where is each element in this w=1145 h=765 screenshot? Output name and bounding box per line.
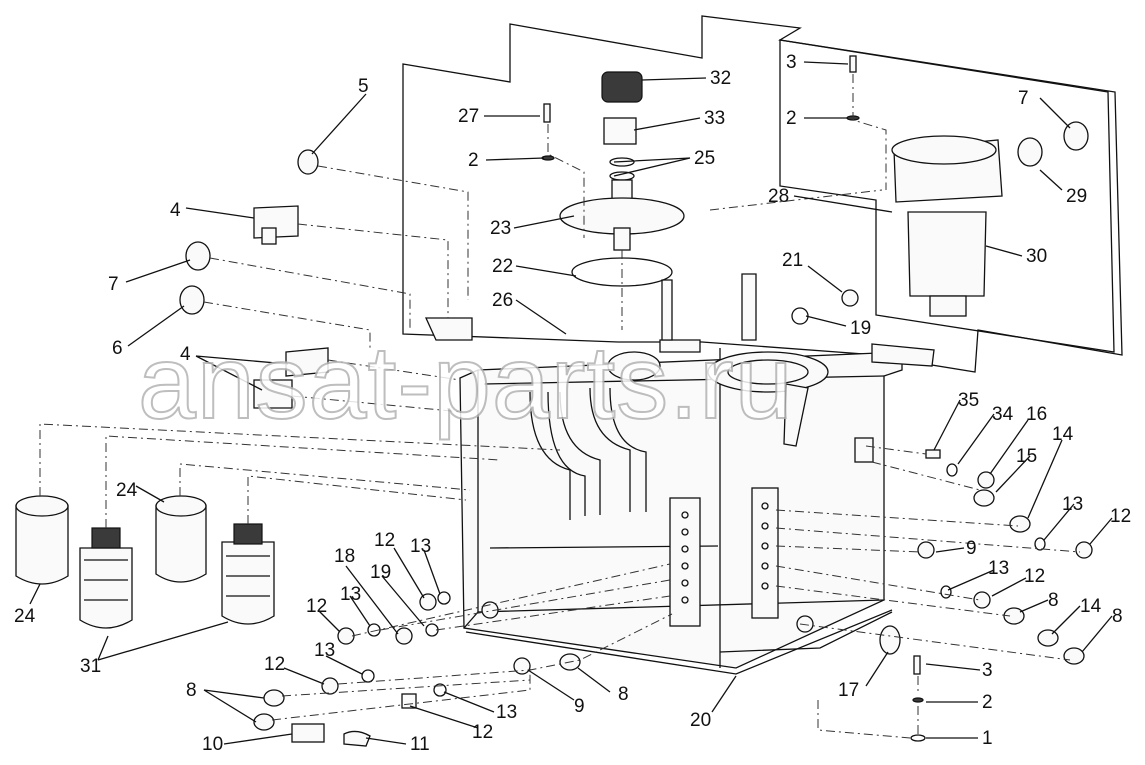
alignment-lines [39,74,1081,739]
callout-14-upper: 14 [1052,424,1074,445]
filter-elements [15,495,275,629]
callout-7-left: 7 [108,274,119,295]
callout-13-right-lower: 13 [988,558,1009,579]
callout-13-right-upper: 13 [1062,494,1083,515]
callout-11: 11 [410,734,430,755]
callout-12-bottom: 12 [472,722,493,743]
callout-8-left: 8 [186,680,197,701]
callout-35: 35 [958,390,979,411]
callout-27: 27 [458,106,479,127]
callout-12-upper-mid: 12 [374,530,395,551]
hydraulic-tank [424,273,935,675]
callout-24-mid: 24 [116,480,138,501]
assembly-group-outline [402,15,1123,373]
callout-19-upper: 19 [850,318,871,339]
callout-13-upper-mid: 13 [410,536,431,557]
callout-8-right-lower: 8 [1112,606,1123,627]
callout-25: 25 [694,148,715,169]
fittings-left [179,149,859,409]
callout-28: 28 [768,186,789,207]
callout-8-center: 8 [618,684,629,705]
callout-17: 17 [838,680,859,701]
callout-29: 29 [1066,186,1087,207]
callout-21: 21 [782,250,803,271]
callout-23: 23 [490,218,511,239]
callout-31: 31 [80,656,101,677]
filter-group-outline [779,39,1115,353]
callout-2-upper: 2 [468,150,479,171]
callout-32: 32 [710,68,731,89]
callout-13-left-bottom: 13 [314,640,335,661]
callout-2-lower: 2 [982,692,993,713]
callout-9-right: 9 [966,538,977,559]
callout-33: 33 [704,108,725,129]
callout-10: 10 [202,734,223,755]
callout-30: 30 [1026,246,1047,267]
callout-12-left-bottom: 12 [264,654,285,675]
callout-18: 18 [334,546,355,567]
callout-12-right-upper: 12 [1110,506,1131,527]
callout-34: 34 [992,404,1014,425]
watermark-text: ansat-parts.ru [138,325,794,441]
callout-20: 20 [690,710,711,731]
callout-12-left-mid: 12 [306,596,327,617]
callout-12-right-lower: 12 [1024,566,1045,587]
callout-13-left-mid: 13 [340,584,361,605]
callout-19-lower: 19 [370,562,391,583]
callout-15: 15 [1016,446,1037,467]
callout-3-lower: 3 [982,660,993,681]
callout-13-bottom: 13 [496,702,517,723]
callout-9-center: 9 [574,696,585,717]
callout-5: 5 [358,76,369,97]
return-filter [846,55,1089,317]
callout-4-lower: 4 [180,344,191,365]
leader-lines [29,61,1113,745]
callout-6: 6 [112,338,123,359]
breather-assembly [541,71,685,287]
callout-2-filter: 2 [786,108,797,129]
callout-7-right: 7 [1018,88,1029,109]
small-fittings [253,449,1093,747]
callout-8-right-upper: 8 [1048,590,1059,611]
callout-26: 26 [492,290,513,311]
callout-16: 16 [1026,404,1047,425]
callout-14-lower: 14 [1080,596,1102,617]
callout-4-upper: 4 [170,200,181,221]
callout-1: 1 [982,728,993,749]
callout-24-left: 24 [14,606,36,627]
callout-3-upper: 3 [786,52,797,73]
callout-labels: 5 4 7 6 4 27 2 23 22 26 32 33 25 3 2 7 2… [14,52,1131,755]
callout-22: 22 [492,256,513,277]
